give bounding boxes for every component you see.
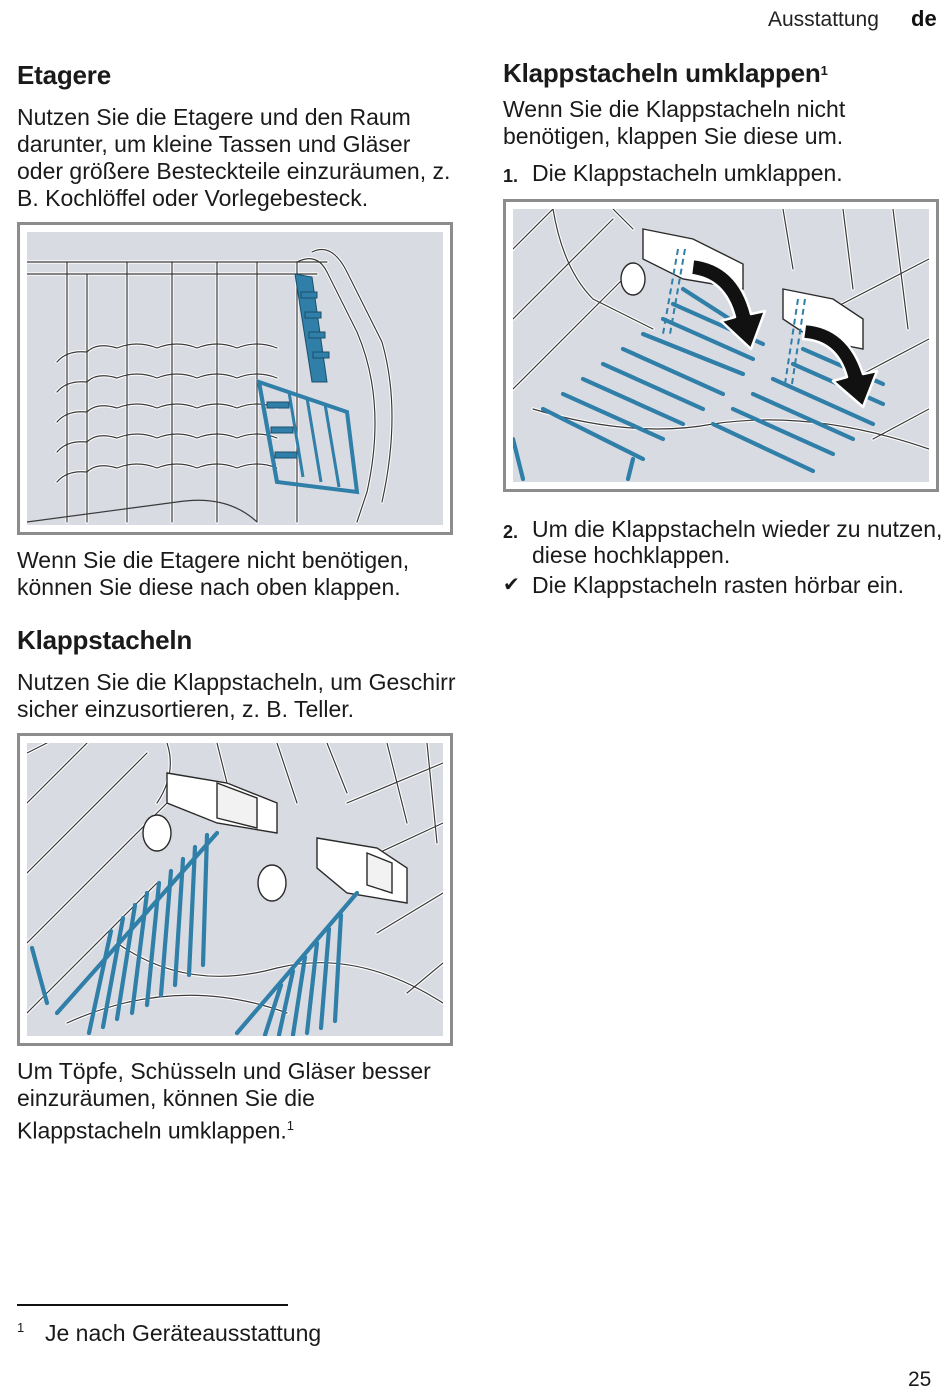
klappstacheln-heading: Klappstacheln (17, 625, 193, 655)
etagere-fold-text: Wenn Sie die Etagere nicht benötigen, kö… (17, 547, 410, 600)
footnote-text: Je nach Geräteausstattung (45, 1320, 322, 1346)
etagere-illustration (17, 222, 453, 535)
page-number: 25 (908, 1368, 932, 1391)
klappstacheln-fold-text: Um Töpfe, Schüsseln und Gläser besser ei… (17, 1058, 457, 1145)
step-1-number: 1. (503, 166, 519, 186)
fold-arrows (689, 257, 879, 409)
etagere-rack-drawing (27, 232, 443, 525)
klappstacheln-illustration (17, 733, 453, 1046)
umklappen-heading: Klappstacheln umklappen1 (503, 56, 943, 90)
footnote-mark: 1 (17, 1320, 25, 1335)
etagere-heading: Etagere (17, 60, 111, 90)
footnote-divider (17, 1304, 288, 1306)
footnote: 1 Je nach Geräteausstattung (17, 1320, 321, 1347)
header-language-code: de (911, 6, 937, 31)
left-column: Etagere Nutzen Sie die Etagere und den R… (17, 58, 457, 1145)
check-icon: ✔ (503, 574, 520, 596)
header-section-title: Ausstattung (768, 8, 879, 31)
step-1-text: Die Klappstacheln umklappen. (532, 160, 843, 186)
klappstacheln-fold-text-body: Um Töpfe, Schüsseln und Gläser besser ei… (17, 1058, 431, 1144)
spikes-upright-drawing (27, 743, 443, 1036)
step-2-number: 2. (503, 522, 519, 542)
etagere-intro: Nutzen Sie die Etagere und den Raum daru… (17, 104, 451, 211)
klappstacheln-intro: Nutzen Sie die Klappstacheln, um Geschir… (17, 669, 456, 722)
umklappen-illustration (503, 199, 939, 492)
umklappen-heading-text: Klappstacheln umklappen (503, 58, 821, 88)
umklappen-footnote-reference: 1 (820, 63, 828, 78)
result-line: ✔ Die Klappstacheln rasten hörbar ein. (503, 572, 943, 598)
umklappen-intro: Wenn Sie die Klappstacheln nicht benötig… (503, 96, 846, 149)
step-2-text: Um die Klappstacheln wieder zu nutzen, d… (532, 516, 943, 568)
result-text: Die Klappstacheln rasten hörbar ein. (532, 572, 905, 598)
right-column: Klappstacheln umklappen1 Wenn Sie die Kl… (503, 56, 943, 598)
footnote-reference: 1 (286, 1118, 295, 1133)
step-2: 2. Um die Klappstacheln wieder zu nutzen… (503, 516, 943, 568)
spikes-folding-drawing (513, 209, 929, 482)
step-1: 1. Die Klappstacheln umklappen. (503, 160, 943, 189)
